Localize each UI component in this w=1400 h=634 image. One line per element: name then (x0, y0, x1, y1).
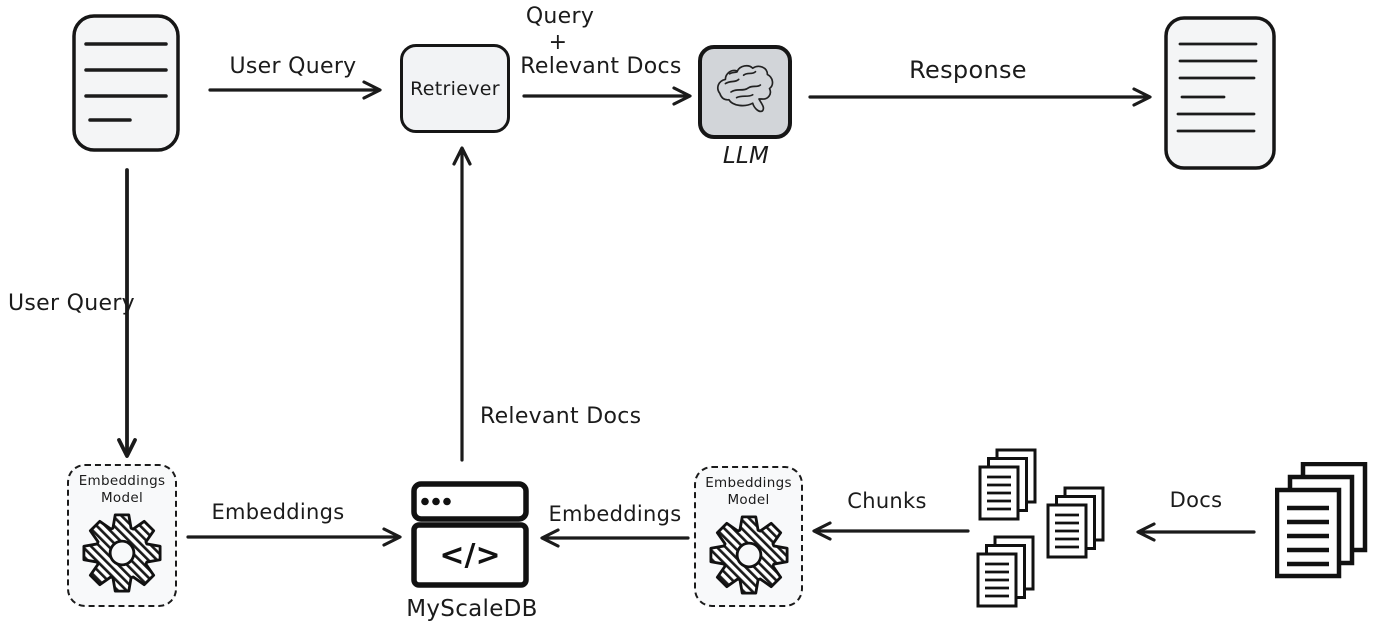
document-stack-icon (1275, 462, 1368, 579)
node-embeddings-model-left: Embeddings Model (67, 464, 177, 607)
arrow-user-query-down (117, 168, 137, 458)
retriever-label: Retriever (410, 77, 500, 100)
code-glyph: </> (439, 538, 500, 573)
document-icon (72, 14, 180, 152)
arrow-user-query-top (208, 80, 382, 100)
edge-label-embeddings-right: Embeddings (548, 502, 682, 526)
document-stack-icon (978, 448, 1037, 521)
document-stack-icon (1046, 486, 1105, 559)
arrow-relevant-docs-up (452, 146, 472, 462)
edge-label-query: Query (525, 4, 595, 29)
embeddings-model-left-label-line2: Model (100, 490, 144, 506)
arrow-embeddings-left (186, 527, 402, 547)
node-embeddings-model-right: Embeddings Model (694, 466, 803, 607)
edge-label-embeddings-left: Embeddings (211, 500, 345, 524)
node-retriever: Retriever (400, 44, 510, 133)
edge-label-response: Response (909, 56, 1027, 84)
arrow-embeddings-right (540, 528, 690, 548)
edge-label-user-query-top: User Query (229, 54, 357, 79)
edge-label-plus: + (548, 30, 568, 55)
code-window-icon: </> (411, 481, 529, 588)
brain-icon (717, 64, 774, 113)
edge-label-chunks: Chunks (847, 489, 927, 513)
edge-label-user-query-left: User Query (8, 291, 135, 316)
edge-label-docs: Docs (1169, 488, 1223, 512)
gear-icon (82, 513, 162, 593)
edge-label-relevant-docs-top: Relevant Docs (520, 54, 682, 79)
gear-icon (708, 515, 789, 595)
arrow-docs (1136, 522, 1256, 542)
myscaledb-label: MyScaleDB (406, 596, 538, 622)
arrow-retriever-to-llm (522, 86, 692, 106)
llm-label: LLM (722, 143, 770, 169)
embeddings-model-right-label-line1: Embeddings (705, 475, 792, 491)
edge-label-relevant-docs-up: Relevant Docs (480, 404, 642, 429)
node-llm (698, 45, 792, 139)
arrow-chunks (812, 521, 970, 541)
embeddings-model-right-label-line2: Model (727, 492, 770, 508)
document-stack-icon (976, 535, 1035, 608)
arrow-response (808, 87, 1152, 107)
document-icon (1164, 16, 1276, 170)
embeddings-model-left-label-line1: Embeddings (78, 473, 166, 489)
